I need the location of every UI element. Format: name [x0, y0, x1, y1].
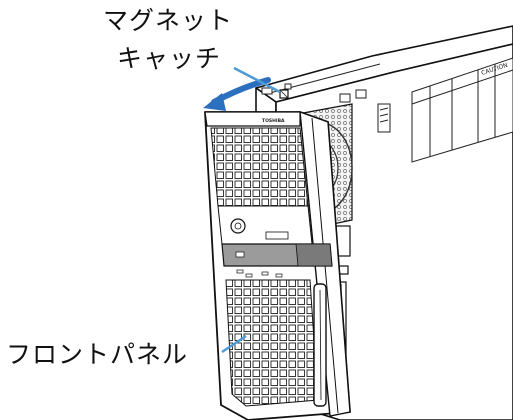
status-led [235, 251, 245, 258]
model-badge [265, 231, 289, 240]
chassis-top-details [261, 63, 381, 103]
power-button[interactable] [230, 218, 246, 234]
front-panel-upper-vent [210, 127, 309, 207]
magnet-catch-label-line1: マグネット [103, 6, 234, 35]
front-panel-pointer [221, 334, 247, 354]
brand-label: TOSHIBA [262, 118, 285, 124]
magnet-catch-label-line2: キャッチ [117, 44, 222, 73]
front-panel-lower-vent [225, 279, 319, 407]
magnet-catch-pointer [233, 66, 281, 94]
front-panel-indicators [236, 269, 283, 278]
rotation-arrow-head [203, 93, 226, 111]
front-panel-label: フロントパネル [6, 340, 189, 369]
front-panel: TOSHIBA [204, 110, 351, 420]
magnet-catch [279, 89, 289, 99]
front-panel-handle[interactable] [313, 283, 327, 407]
chassis-side-details [377, 103, 391, 133]
